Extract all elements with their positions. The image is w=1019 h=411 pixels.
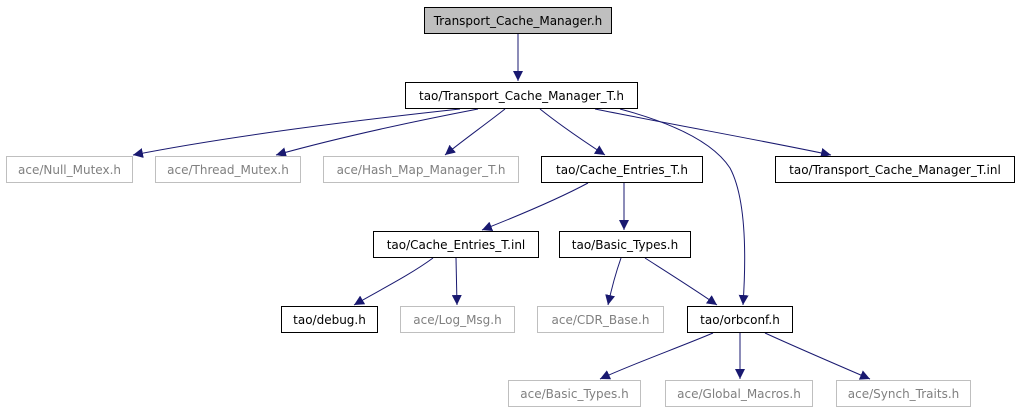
- edge-cacheentriesinl-to-debug: [353, 257, 434, 306]
- node-tao-debug-h[interactable]: tao/debug.h: [281, 306, 378, 333]
- edge-orbconf-to-synchtraits: [764, 332, 871, 380]
- node-ace-basic-types-h[interactable]: ace/Basic_Types.h: [508, 380, 641, 407]
- node-root[interactable]: Transport_Cache_Manager.h: [424, 7, 612, 34]
- edge-tcmt-to-tcmtinl: [594, 108, 832, 158]
- node-tao-cache-entries-t-inl[interactable]: tao/Cache_Entries_T.inl: [373, 231, 539, 258]
- node-ace-null-mutex-h[interactable]: ace/Null_Mutex.h: [6, 156, 133, 183]
- edge-tcmt-to-orbconf: [619, 108, 749, 306]
- edge-tcmt-to-cacheentries: [539, 108, 606, 156]
- node-ace-thread-mutex-h[interactable]: ace/Thread_Mutex.h: [155, 156, 301, 183]
- node-ace-log-msg-h[interactable]: ace/Log_Msg.h: [400, 306, 515, 333]
- node-tao-transport-cache-manager-t-inl[interactable]: tao/Transport_Cache_Manager_T.inl: [775, 156, 1015, 183]
- node-tao-transport-cache-manager-t-h[interactable]: tao/Transport_Cache_Manager_T.h: [405, 82, 638, 109]
- node-ace-cdr-base-h[interactable]: ace/CDR_Base.h: [537, 306, 664, 333]
- node-ace-hash-map-manager-t-h[interactable]: ace/Hash_Map_Manager_T.h: [323, 156, 519, 183]
- edge-tcmt-to-hashmap: [444, 108, 506, 156]
- edge-cacheentries-to-cacheentriesinl: [481, 182, 589, 231]
- node-ace-synch-traits-h[interactable]: ace/Synch_Traits.h: [836, 380, 971, 407]
- node-tao-cache-entries-t-h[interactable]: tao/Cache_Entries_T.h: [541, 156, 703, 183]
- edge-tcmt-to-nullmutex: [132, 108, 461, 158]
- edge-orbconf-to-acebasictypes: [599, 332, 714, 380]
- node-ace-global-macros-h[interactable]: ace/Global_Macros.h: [665, 380, 813, 407]
- node-tao-basic-types-h[interactable]: tao/Basic_Types.h: [559, 231, 691, 258]
- edge-basictypes-to-cdrbase: [605, 257, 622, 306]
- edge-basictypes-to-orbconf: [644, 257, 718, 306]
- edge-tcmt-to-threadmutex: [275, 108, 479, 158]
- edge-cacheentriesinl-to-logmsg: [451, 257, 462, 306]
- node-tao-orbconf-h[interactable]: tao/orbconf.h: [687, 306, 793, 333]
